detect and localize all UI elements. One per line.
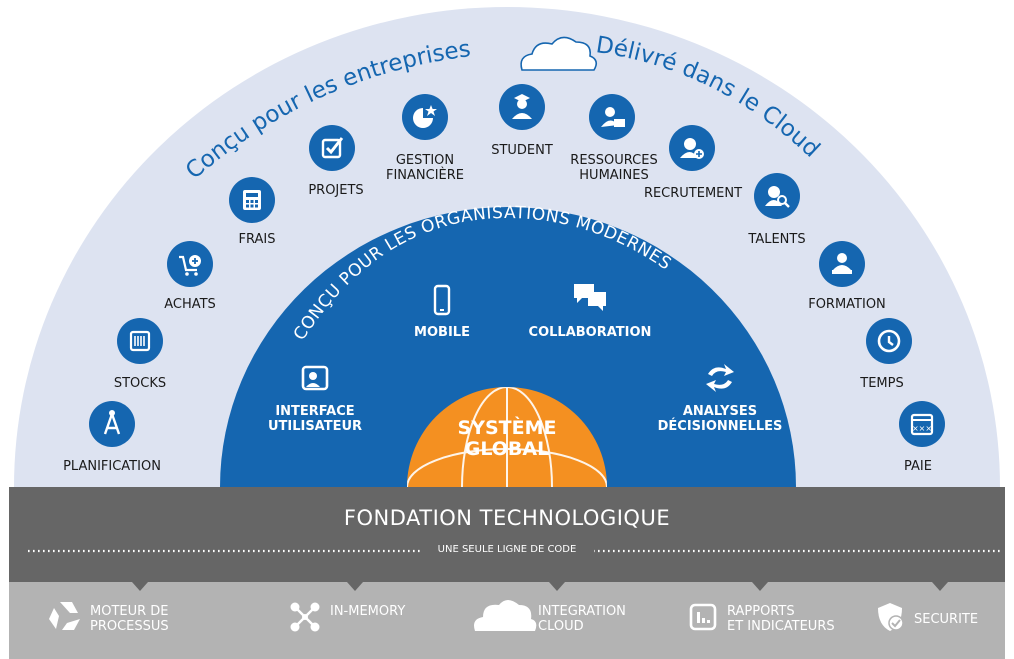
pillar-notches [132, 582, 948, 591]
person-search-icon[interactable] [754, 173, 800, 219]
module-label-temps: TEMPS [860, 376, 904, 391]
core-label: SYSTÈME GLOBAL [457, 417, 557, 460]
module-label-student: STUDENT [491, 143, 553, 158]
module-label-planification: PLANIFICATION [63, 459, 161, 474]
cloud-icon [474, 600, 537, 631]
refresh-arrows-icon [706, 364, 734, 392]
foundation-subtitle: UNE SEULE LIGNE DE CODE [420, 544, 594, 555]
graduates-icon[interactable] [499, 84, 545, 130]
inner-arc [220, 207, 796, 487]
pillar-label-integration: INTEGRATION CLOUD [538, 604, 626, 634]
module-label-talents: TALENTS [748, 232, 806, 247]
module-label-recrutement: RECRUTEMENT [643, 186, 743, 201]
smartphone-icon [433, 284, 451, 316]
pillar-label-moteur: MOTEUR DE PROCESSUS [90, 604, 169, 634]
core-globe [407, 387, 607, 487]
network-nodes-icon [290, 602, 320, 632]
module-label-ressources-humaines: RESSOURCES HUMAINES [570, 153, 658, 183]
module-label-frais: FRAIS [238, 232, 276, 247]
person-folder-icon[interactable] [589, 94, 635, 140]
foundation-bar [9, 487, 1005, 582]
pillar-label-rapports: RAPPORTS ET INDICATEURS [727, 604, 835, 634]
module-label-stocks: STOCKS [113, 376, 167, 391]
module-label-gestion-financiere: GESTION FINANCIÈRE [385, 153, 465, 183]
clock-icon[interactable] [866, 318, 912, 364]
foundation-title: FONDATION TECHNOLOGIQUE [343, 506, 671, 530]
calendar-icon[interactable]: ××× [899, 401, 945, 447]
module-label-achats: ACHATS [164, 297, 216, 312]
module-label-paie: PAIE [904, 459, 932, 474]
module-label-projets: PROJETS [308, 183, 364, 198]
shield-check-icon [878, 603, 904, 631]
cloud-outline-icon [520, 36, 598, 71]
person-laptop-icon[interactable] [819, 241, 865, 287]
calculator-icon[interactable] [229, 177, 275, 223]
barcode-box-icon[interactable] [117, 318, 163, 364]
recycle-arrows-icon [49, 602, 80, 630]
chat-bubbles-icon [574, 284, 606, 311]
module-label-formation: FORMATION [808, 297, 886, 312]
pillar-label-securite: SECURITE [914, 612, 979, 627]
bar-report-icon [689, 603, 717, 631]
feature-label-mobile: MOBILE [414, 325, 470, 340]
cart-plus-icon[interactable] [167, 241, 213, 287]
user-window-icon [301, 365, 329, 391]
feature-label-interface: INTERFACE UTILISATEUR [267, 404, 363, 434]
pie-star-icon[interactable] [402, 94, 448, 140]
compass-icon[interactable] [89, 401, 135, 447]
checkbox-icon[interactable] [309, 125, 355, 171]
pillar-label-in-memory: IN-MEMORY [330, 604, 406, 619]
feature-label-analyses: ANALYSES DÉCISIONNELLES [657, 404, 783, 434]
person-plus-icon[interactable] [669, 125, 715, 171]
feature-label-collaboration: COLLABORATION [528, 325, 652, 340]
svg-text:×××: ××× [912, 424, 932, 433]
